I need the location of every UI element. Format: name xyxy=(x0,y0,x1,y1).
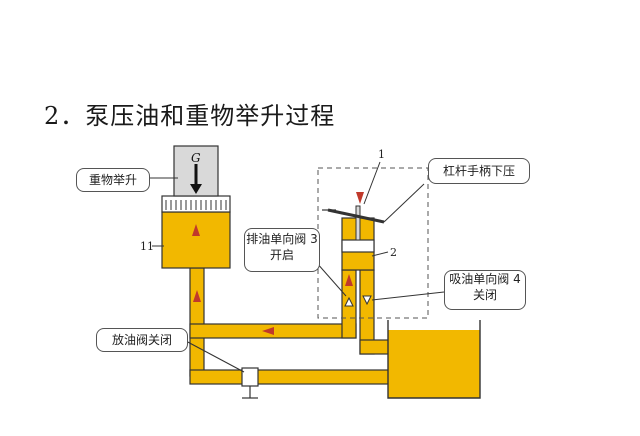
lever-handle xyxy=(327,208,385,224)
oil-tank xyxy=(387,320,481,399)
label-num-1: 1 xyxy=(378,148,385,161)
pipe-drain-line xyxy=(189,369,391,385)
callout-drain-valve: 放油阀关闭 xyxy=(96,328,188,352)
label-num-11: 11 xyxy=(140,240,154,253)
callout-weight-rise: 重物举升 xyxy=(76,168,150,192)
pipe-suction-to-tank xyxy=(359,339,391,355)
pipe-left-vertical xyxy=(189,267,205,377)
drain-valve xyxy=(241,367,259,399)
suction-valve-icon xyxy=(362,295,372,306)
oil-pipes xyxy=(189,267,391,385)
weight-symbol: G xyxy=(191,151,201,165)
leader-lines xyxy=(148,161,445,373)
piston-hatch xyxy=(165,200,227,210)
flow-discharge-arrow-icon xyxy=(345,274,353,286)
label-num-2: 2 xyxy=(390,246,397,259)
pump-piston xyxy=(341,239,375,253)
flow-up-pipe-arrow-icon xyxy=(193,290,201,302)
hand-pump xyxy=(322,192,385,307)
page-title: 2．泵压油和重物举升过程 xyxy=(44,102,336,130)
press-down-arrow-icon xyxy=(356,192,364,204)
flow-up-arrow-icon xyxy=(192,224,200,236)
callout-discharge-valve: 排油单向阀 3 开启 xyxy=(244,228,320,272)
flow-left-arrow-icon xyxy=(262,327,274,335)
callout-lever-press: 杠杆手柄下压 xyxy=(428,158,530,184)
discharge-valve-icon xyxy=(344,296,354,307)
callout-suction-valve: 吸油单向阀 4 关闭 xyxy=(444,270,526,310)
lift-cylinder: G xyxy=(161,145,231,269)
